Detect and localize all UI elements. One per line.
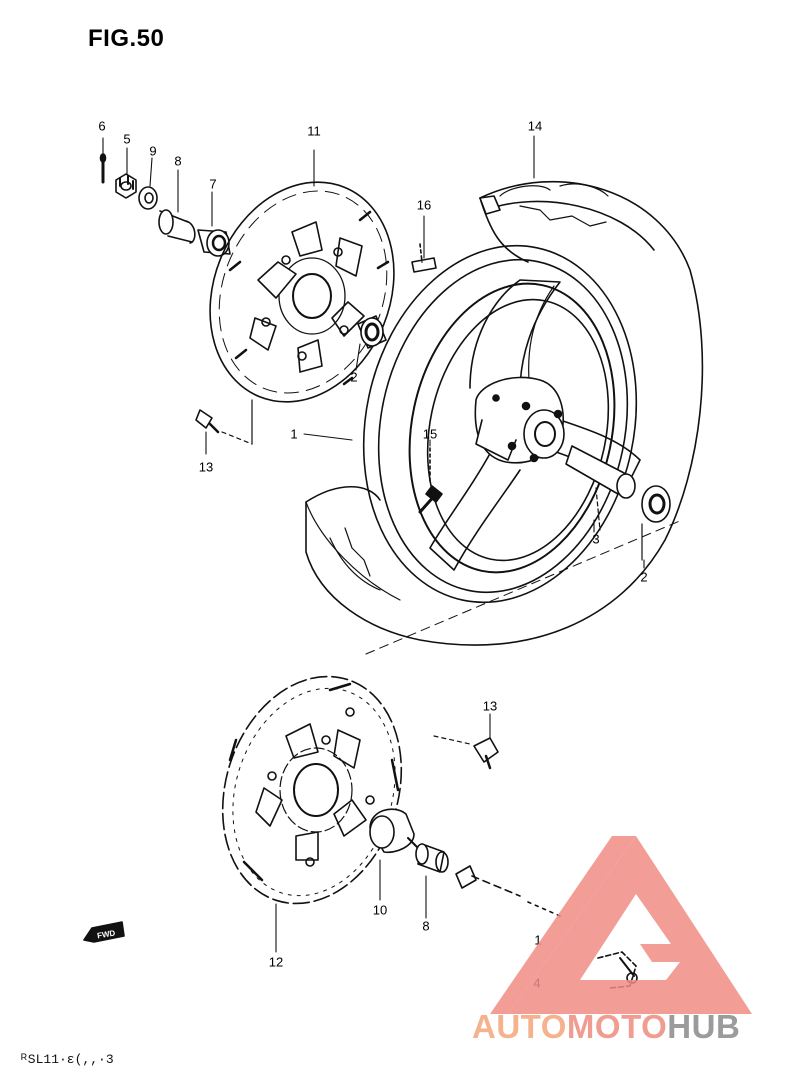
callout-8-lower: 8 xyxy=(422,918,430,934)
wheel-hub-part xyxy=(474,376,565,464)
bearing-part-2-right xyxy=(641,485,671,561)
fwd-arrow-icon: FWD xyxy=(83,921,125,943)
callout-1-lower: 1 xyxy=(534,932,542,948)
washer-part xyxy=(138,186,158,210)
callout-15: 15 xyxy=(422,426,438,442)
bearing-part-7 xyxy=(197,229,231,257)
footer-code: ᴿSL11·ε(,,·3 xyxy=(20,1052,114,1067)
bearing-part-2-left xyxy=(357,315,387,349)
spacer-part-lower xyxy=(415,843,449,873)
callout-11: 11 xyxy=(307,123,321,139)
callout-8-upper: 8 xyxy=(174,153,182,169)
valve-stem-part xyxy=(411,243,437,273)
callout-5: 5 xyxy=(123,131,131,147)
callout-13-lower: 13 xyxy=(482,698,498,714)
callout-13-upper: 13 xyxy=(198,459,214,475)
callout-1: 1 xyxy=(290,426,298,442)
leader-lines xyxy=(102,135,645,953)
callout-16: 16 xyxy=(416,197,432,213)
watermark-part-hub: HUB xyxy=(667,1008,741,1045)
callout-9: 9 xyxy=(149,143,157,159)
axle-spacer-part-3 xyxy=(565,445,636,531)
tire-part xyxy=(305,180,704,646)
castle-nut-part xyxy=(115,173,137,199)
hub-cap-part-10 xyxy=(369,808,419,854)
callout-2-right: 2 xyxy=(640,569,648,585)
callout-3: 3 xyxy=(592,531,600,547)
watermark-text: AUTOMOTOHUB xyxy=(472,1008,740,1046)
callout-6: 6 xyxy=(98,118,106,134)
callout-2-left: 2 xyxy=(350,369,358,385)
watermark-part-auto: AUTO xyxy=(472,1008,567,1045)
axle-nut-part-4 xyxy=(597,951,638,989)
wheel-rim-part xyxy=(362,244,641,604)
callout-4: 4 xyxy=(533,975,541,991)
figure-title: FIG.50 xyxy=(88,25,165,52)
cotter-pin-part xyxy=(99,153,107,184)
axis-line-main xyxy=(365,519,683,655)
bolt-part-13-lower xyxy=(433,735,499,770)
watermark-part-moto: MOTO xyxy=(566,1008,668,1045)
axle-shaft-part xyxy=(455,865,561,917)
bolt-part-13-upper xyxy=(195,399,253,445)
brake-disc-lower xyxy=(221,675,403,905)
bolt-part-15 xyxy=(418,447,443,514)
callout-10: 10 xyxy=(372,902,388,918)
callout-14: 14 xyxy=(527,118,543,134)
spacer-part xyxy=(158,209,196,244)
callout-12: 12 xyxy=(268,954,284,970)
brake-disc-upper xyxy=(209,181,395,403)
fwd-label: FWD xyxy=(96,928,116,940)
callout-7: 7 xyxy=(209,176,217,192)
